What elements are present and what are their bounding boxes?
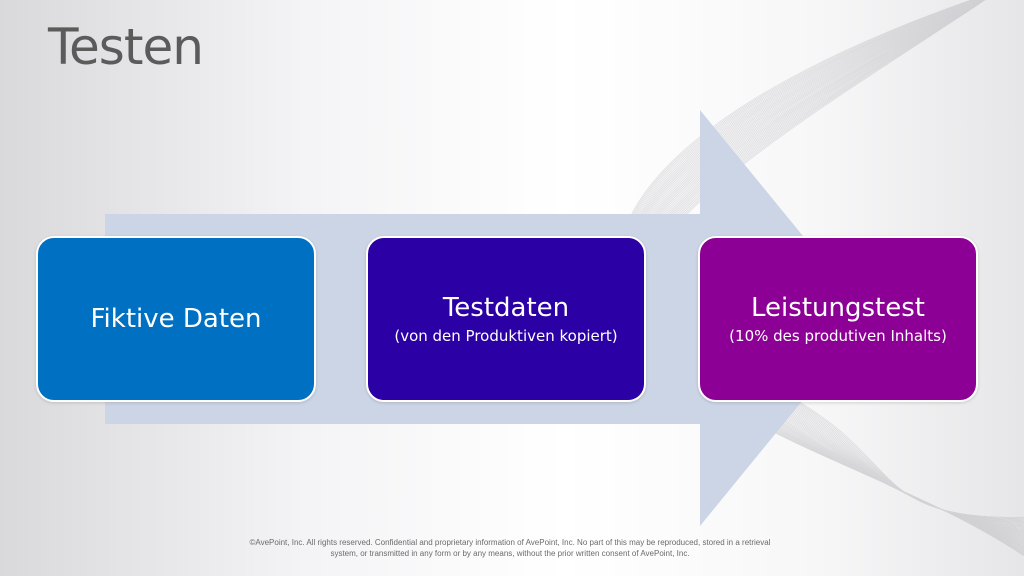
step-testdaten: Testdaten (von den Produktiven kopiert) xyxy=(366,236,646,402)
step-fiktive-daten: Fiktive Daten xyxy=(36,236,316,402)
step-1-label: Fiktive Daten xyxy=(90,304,262,334)
copyright-footer: ©AvePoint, Inc. All rights reserved. Con… xyxy=(190,537,830,559)
step-2-label: Testdaten xyxy=(442,293,570,323)
step-3-label: Leistungstest xyxy=(751,293,925,323)
step-leistungstest: Leistungstest (10% des produtiven Inhalt… xyxy=(698,236,978,402)
slide-title: Testen xyxy=(48,18,204,76)
copyright-line-1: ©AvePoint, Inc. All rights reserved. Con… xyxy=(249,538,771,547)
copyright-line-2: system, or transmitted in any form or by… xyxy=(330,549,690,558)
step-2-note: (von den Produktiven kopiert) xyxy=(394,327,618,345)
step-3-note: (10% des produtiven Inhalts) xyxy=(729,327,947,345)
